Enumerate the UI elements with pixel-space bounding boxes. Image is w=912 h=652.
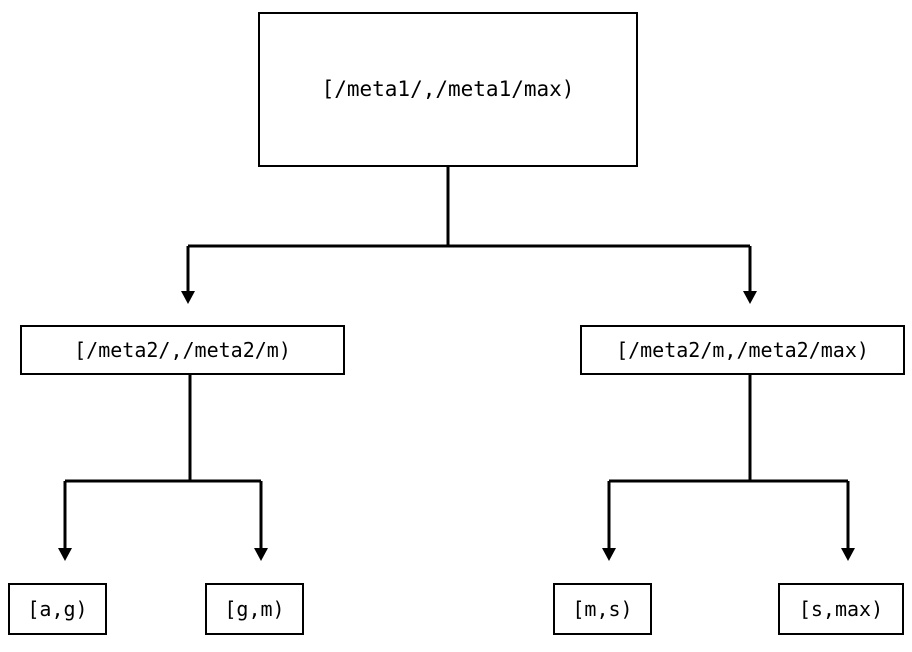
arrowhead-root-to-right [743, 291, 757, 304]
arrowhead-right-to-ms [602, 548, 616, 561]
tree-node-level2-left[interactable]: [/meta2/,/meta2/m) [20, 325, 345, 375]
arrowhead-root-to-left [181, 291, 195, 304]
arrowhead-left-to-ag [58, 548, 72, 561]
arrowhead-right-to-smax [841, 548, 855, 561]
tree-node-leaf-smax-label: [s,max) [798, 597, 884, 621]
tree-node-root-label: [/meta1/,/meta1/max) [321, 77, 575, 101]
tree-node-level2-right[interactable]: [/meta2/m,/meta2/max) [580, 325, 905, 375]
tree-node-leaf-gm[interactable]: [g,m) [205, 583, 304, 635]
arrowhead-left-to-gm [254, 548, 268, 561]
tree-node-leaf-ag[interactable]: [a,g) [8, 583, 107, 635]
tree-node-leaf-ag-label: [a,g) [27, 597, 88, 621]
tree-node-root[interactable]: [/meta1/,/meta1/max) [258, 12, 638, 167]
tree-node-leaf-gm-label: [g,m) [224, 597, 285, 621]
tree-node-level2-right-label: [/meta2/m,/meta2/max) [616, 338, 869, 362]
tree-node-leaf-ms[interactable]: [m,s) [553, 583, 652, 635]
tree-node-leaf-ms-label: [m,s) [572, 597, 633, 621]
tree-node-level2-left-label: [/meta2/,/meta2/m) [74, 338, 291, 362]
tree-node-leaf-smax[interactable]: [s,max) [778, 583, 904, 635]
